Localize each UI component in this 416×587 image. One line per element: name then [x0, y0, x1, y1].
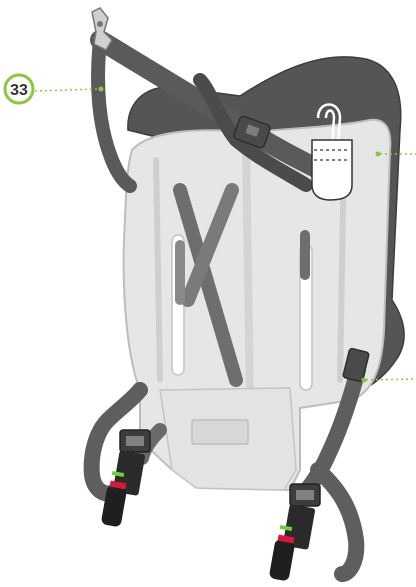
- lower-anchor-connector-left: [101, 430, 150, 527]
- lower-anchor-strap-right-outer: [318, 470, 356, 574]
- callout-33: 33: [5, 75, 104, 103]
- base-label-window: [192, 420, 248, 444]
- connector-hook-icon: [92, 8, 112, 50]
- callout-33-label: 33: [10, 82, 28, 99]
- frame-rib-center: [246, 150, 250, 400]
- callout-33-endpoint: [99, 87, 104, 92]
- lower-anchor-connector-right: [269, 484, 320, 581]
- frame-rib-left: [156, 160, 160, 380]
- callout-33-leader: [35, 89, 100, 91]
